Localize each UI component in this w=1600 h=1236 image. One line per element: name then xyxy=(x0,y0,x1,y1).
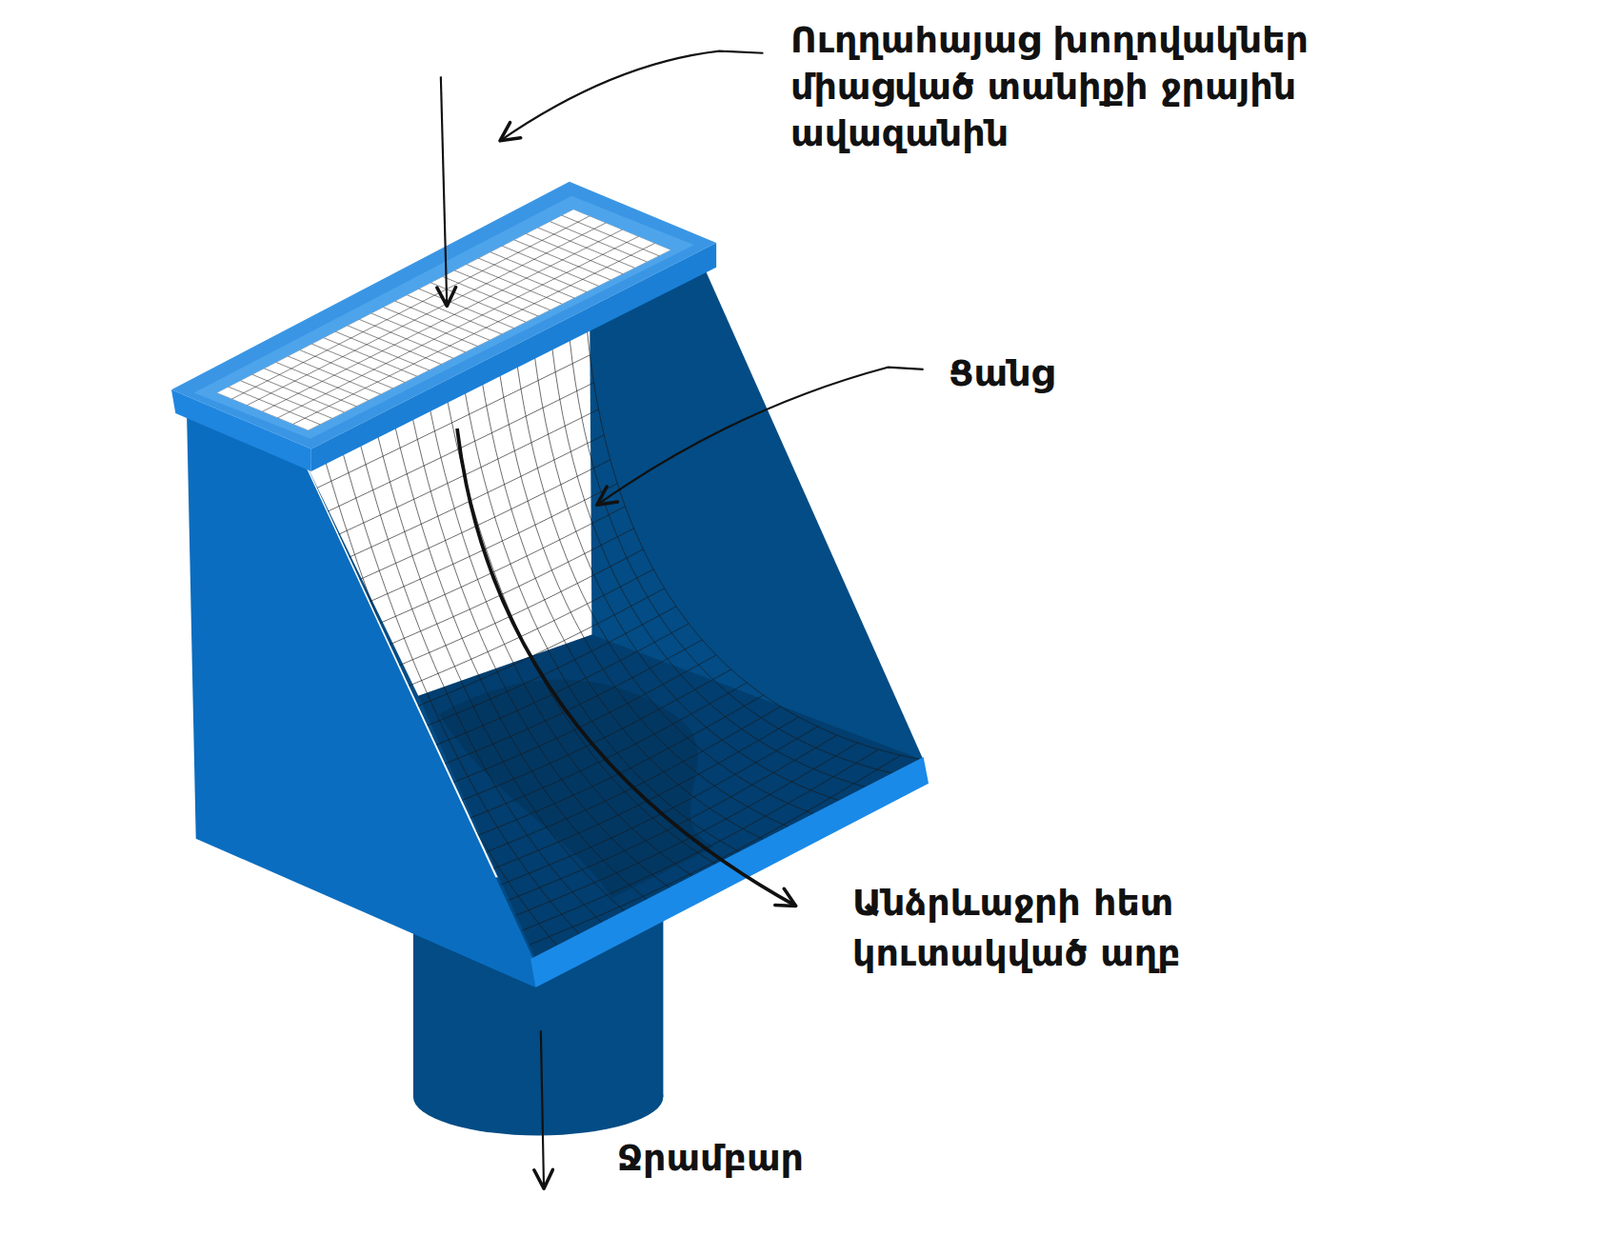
mesh-line xyxy=(231,216,590,400)
pipe-bottom xyxy=(413,1058,663,1136)
left-face xyxy=(186,413,536,988)
mesh-line xyxy=(460,695,764,843)
debris-arrow xyxy=(457,428,797,906)
mesh-line xyxy=(388,569,654,695)
mesh-line xyxy=(525,755,900,947)
callout-label: Անձրևաջրի հետ կուտակված աղբ xyxy=(852,878,1272,980)
mesh-line xyxy=(481,378,779,846)
mesh-line xyxy=(463,386,754,860)
rim-front-right xyxy=(311,242,717,472)
rim-front-left xyxy=(171,389,312,472)
mesh-line xyxy=(346,460,611,586)
leader-line xyxy=(500,51,763,141)
mesh-line xyxy=(468,706,780,860)
mesh-line xyxy=(586,326,924,760)
mesh-line xyxy=(354,483,618,609)
callout-label: Ուղղահայաց խողովակներ միացված տանիքի ջրա… xyxy=(790,17,1400,158)
callout-label: Ջրամբար xyxy=(617,1135,922,1182)
mesh-line xyxy=(516,360,826,820)
outflow-arrow xyxy=(540,1030,544,1189)
mesh-line xyxy=(446,395,730,872)
mesh-line xyxy=(371,528,635,653)
mesh-line xyxy=(380,549,644,675)
mesh-line xyxy=(551,343,875,790)
mesh-line xyxy=(569,335,900,776)
mesh-line xyxy=(428,403,705,884)
mesh-line xyxy=(534,352,851,805)
inflow-arrow xyxy=(440,76,447,306)
callout-label: Ցանց xyxy=(948,350,1197,398)
leader-line xyxy=(597,367,924,506)
mesh-line xyxy=(292,242,655,424)
